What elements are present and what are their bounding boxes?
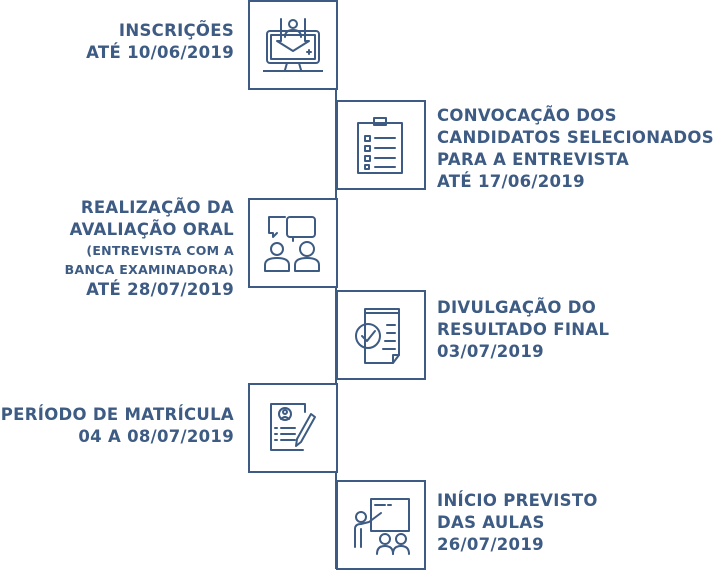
computer-user-download-icon (263, 18, 323, 72)
step-4-box (336, 290, 426, 380)
step-3-box (248, 198, 338, 288)
step-date: 04 A 08/07/2019 (78, 427, 234, 446)
step-title: CANDIDATOS SELECIONADOS (437, 128, 714, 147)
interview-chat-icon (264, 216, 320, 272)
step-6-text: INÍCIO PREVISTO DAS AULAS 26/07/2019 (437, 490, 598, 556)
step-1-text: INSCRIÇÕES ATÉ 10/06/2019 (86, 20, 234, 64)
step-3-text: REALIZAÇÃO DA AVALIAÇÃO ORAL (ENTREVISTA… (65, 197, 234, 301)
step-subtitle: (ENTREVISTA COM A (86, 243, 234, 258)
step-title: PERÍODO DE MATRÍCULA (0, 405, 234, 424)
step-1-box (248, 0, 338, 90)
step-date: 26/07/2019 (437, 535, 544, 554)
step-title: CONVOCAÇÃO DOS (437, 106, 617, 125)
step-date: 03/07/2019 (437, 342, 544, 361)
step-2-box (336, 100, 426, 190)
step-title: DAS AULAS (437, 513, 545, 532)
step-title: REALIZAÇÃO DA (80, 198, 234, 217)
step-title: INSCRIÇÕES (118, 21, 234, 40)
step-title: AVALIAÇÃO ORAL (69, 220, 234, 239)
step-6-box (336, 480, 426, 570)
step-5-box (248, 383, 338, 473)
step-title: DIVULGAÇÃO DO (437, 298, 597, 317)
step-5-text: PERÍODO DE MATRÍCULA 04 A 08/07/2019 (1, 404, 234, 448)
classroom-teacher-icon (354, 498, 410, 555)
form-signing-icon (270, 403, 316, 451)
step-title: RESULTADO FINAL (437, 320, 610, 339)
document-check-icon (355, 308, 400, 364)
step-date: ATÉ 10/06/2019 (86, 43, 234, 62)
step-title: INÍCIO PREVISTO (437, 491, 598, 510)
clipboard-checklist-icon (357, 117, 403, 174)
step-title: PARA A ENTREVISTA (437, 150, 630, 169)
step-subtitle: BANCA EXAMINADORA) (64, 262, 234, 277)
step-date: ATÉ 17/06/2019 (437, 172, 585, 191)
step-2-text: CONVOCAÇÃO DOS CANDIDATOS SELECIONADOS P… (437, 105, 714, 193)
step-date: ATÉ 28/07/2019 (86, 280, 234, 299)
step-4-text: DIVULGAÇÃO DO RESULTADO FINAL 03/07/2019 (437, 297, 609, 363)
